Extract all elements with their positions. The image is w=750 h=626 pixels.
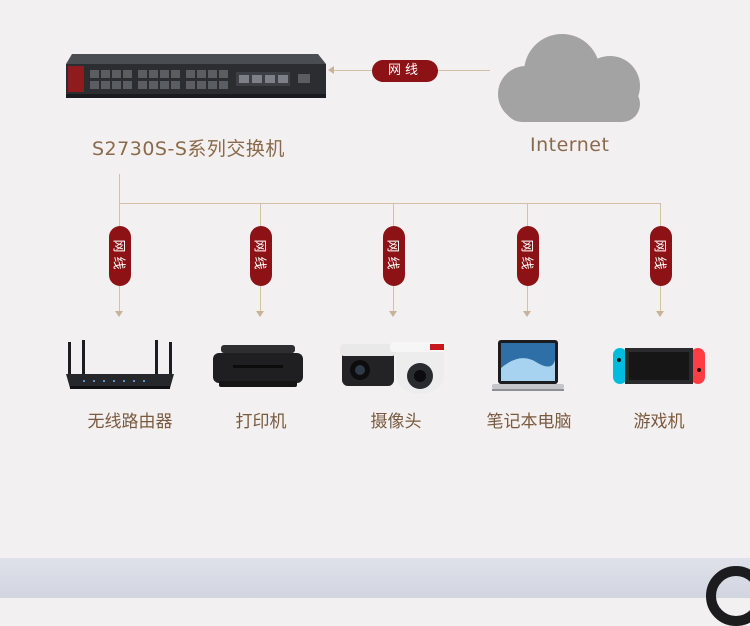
bottom-band — [0, 558, 750, 598]
device-label: 打印机 — [235, 412, 287, 432]
cable-pill: 网线 — [250, 226, 272, 286]
internet-label: Internet — [530, 134, 610, 156]
arrow-down-icon — [115, 311, 123, 317]
device-label: 笔记本电脑 — [486, 412, 572, 432]
cloud-icon — [498, 34, 640, 122]
game-console-icon — [613, 348, 705, 384]
camera-icon — [340, 342, 446, 394]
arrow-down-icon — [389, 311, 397, 317]
printer-icon — [213, 345, 303, 387]
cable-pill: 网线 — [109, 226, 131, 286]
device-label: 无线路由器 — [87, 412, 173, 432]
cable-pill: 网线 — [650, 226, 672, 286]
uplink-cable-pill: 网线 — [372, 60, 438, 82]
trunk-line — [119, 174, 120, 204]
uplink-arrow-icon — [328, 66, 334, 74]
laptop-icon — [492, 340, 564, 391]
bus-line — [119, 203, 661, 204]
device-label: 摄像头 — [370, 412, 422, 432]
switch-label: S2730S-S系列交换机 — [92, 138, 285, 160]
cable-pill: 网线 — [383, 226, 405, 286]
switch-icon — [66, 54, 326, 98]
cable-pill: 网线 — [517, 226, 539, 286]
arrow-down-icon — [523, 311, 531, 317]
router-icon — [66, 340, 174, 389]
device-label: 游戏机 — [633, 412, 685, 432]
arrow-down-icon — [256, 311, 264, 317]
arrow-down-icon — [656, 311, 664, 317]
